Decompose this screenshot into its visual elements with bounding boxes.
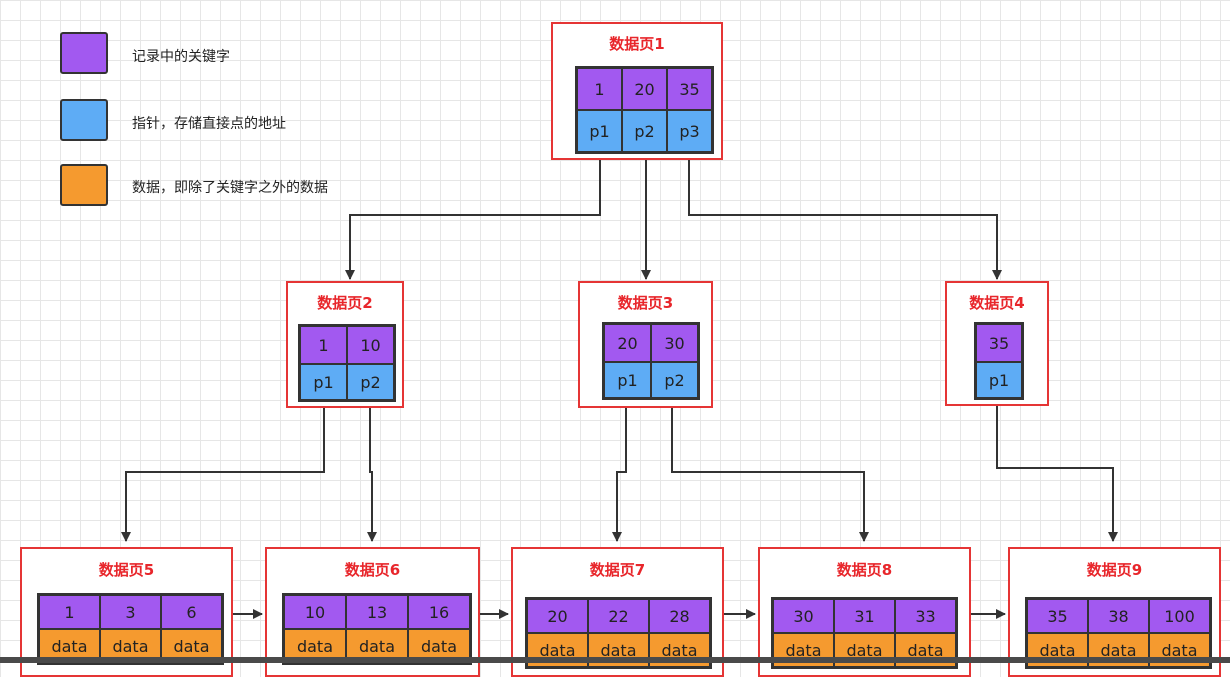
page-title: 数据页7 (589, 561, 646, 579)
page-title: 数据页2 (317, 294, 373, 312)
key-cell: 10 (347, 326, 394, 364)
legend-swatch (60, 32, 108, 74)
key-cell: 3 (100, 595, 161, 629)
page-title: 数据页9 (1086, 561, 1143, 579)
legend-label: 指针，存储直接点的地址 (132, 116, 286, 132)
page-title: 数据页6 (344, 561, 401, 579)
pointer-arrow (367, 398, 377, 542)
key-cell: 30 (651, 324, 698, 362)
page-title: 数据页3 (617, 294, 674, 312)
page-title: 数据页5 (98, 561, 155, 579)
key-cell: 20 (622, 68, 667, 110)
diagram-connectors (121, 151, 1118, 619)
key-cell: 38 (1088, 599, 1149, 633)
pointer-arrow (345, 151, 601, 280)
key-cell: 31 (834, 599, 895, 633)
key-cell: 22 (588, 599, 649, 633)
pointer-arrow (688, 151, 1002, 280)
page-title: 数据页1 (609, 35, 665, 53)
key-cell: 13 (346, 595, 408, 629)
pointer-arrow (996, 394, 1118, 542)
key-cell: 35 (976, 324, 1022, 362)
page-title: 数据页8 (836, 561, 893, 579)
key-cell: 16 (408, 595, 470, 629)
key-cell: 1 (577, 68, 622, 110)
key-cell: 20 (604, 324, 651, 362)
pointer-cell: p1 (300, 364, 347, 400)
key-cell: 10 (284, 595, 346, 629)
pointer-cell: p2 (347, 364, 394, 400)
pointer-cell: p2 (622, 110, 667, 152)
pointer-cell: p2 (651, 362, 698, 398)
key-cell: 30 (773, 599, 834, 633)
legend-label: 数据，即除了关键字之外的数据 (132, 180, 328, 196)
key-cell: 33 (895, 599, 956, 633)
key-cell: 100 (1149, 599, 1210, 633)
page-title: 数据页4 (969, 294, 1025, 312)
key-cell: 35 (667, 68, 712, 110)
pointer-arrow (121, 398, 325, 542)
legend-label: 记录中的关键字 (132, 49, 230, 65)
pointer-cell: p3 (667, 110, 712, 152)
legend-swatch (60, 164, 108, 206)
key-cell: 1 (300, 326, 347, 364)
pointer-cell: p1 (976, 362, 1022, 398)
key-cell: 6 (161, 595, 222, 629)
pointer-arrow (671, 394, 869, 542)
bottom-edge-bar (0, 657, 1230, 663)
key-cell: 1 (39, 595, 100, 629)
pointer-cell: p1 (577, 110, 622, 152)
pointer-arrow (612, 394, 627, 542)
key-cell: 35 (1027, 599, 1088, 633)
legend-swatch (60, 99, 108, 141)
key-cell: 20 (527, 599, 588, 633)
key-cell: 28 (649, 599, 710, 633)
pointer-cell: p1 (604, 362, 651, 398)
